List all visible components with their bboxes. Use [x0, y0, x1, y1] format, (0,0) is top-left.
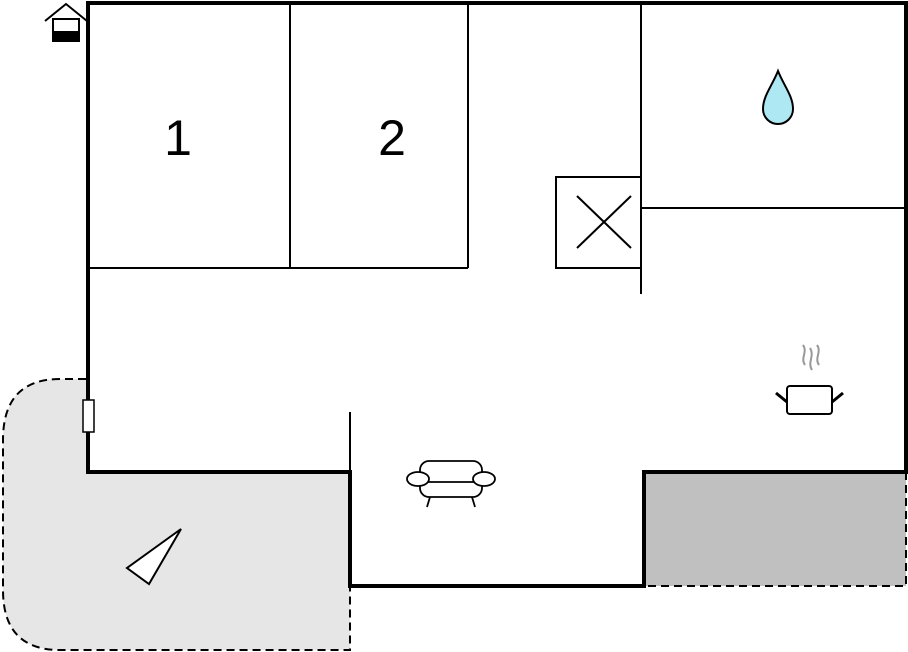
sofa-icon — [406, 460, 496, 508]
room-label-1: 1 — [164, 110, 192, 166]
house-entrance-icon — [44, 2, 88, 42]
interior-walls — [88, 3, 906, 472]
covered-area-outline — [644, 472, 907, 587]
water-drop-icon — [761, 68, 795, 125]
terrace-area — [3, 379, 350, 650]
door-marker — [82, 399, 95, 433]
chimney-cross-icon — [555, 176, 642, 269]
terrace-outline — [2, 378, 351, 651]
terrace-triangle-icon — [125, 528, 182, 586]
cooking-pot-icon — [775, 344, 844, 415]
room-label-2: 2 — [378, 110, 406, 166]
outer-wall — [86, 1, 908, 588]
covered-area — [644, 472, 906, 586]
